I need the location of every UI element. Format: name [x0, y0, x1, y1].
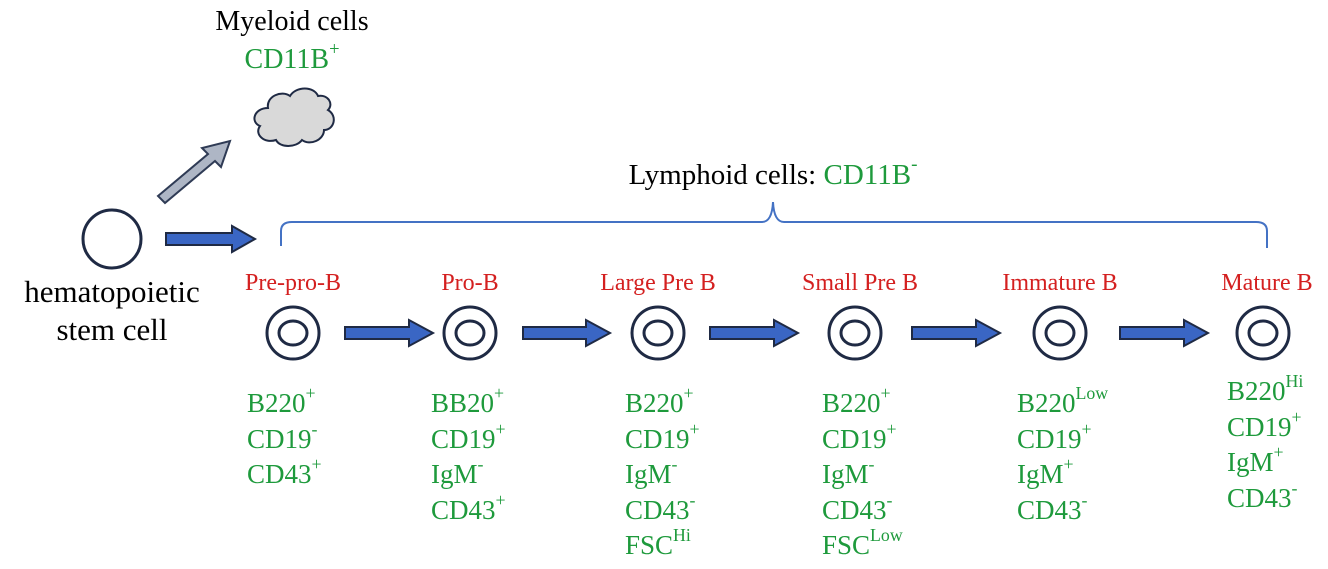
marker: CD19+	[625, 418, 700, 454]
stage-cell-nucleus	[454, 319, 486, 347]
lymphoid-label: Lymphoid cells: CD11B-	[628, 154, 918, 191]
marker: CD43-	[1227, 477, 1298, 513]
marker: B220Hi	[1227, 371, 1304, 406]
marker: B220Low	[1017, 383, 1109, 418]
marker: FSCHi	[625, 525, 691, 560]
stage-cell-nucleus	[277, 319, 309, 347]
marker: CD43+	[431, 489, 506, 525]
marker-list-pre-pro-b: B220+ CD19- CD43+	[247, 383, 322, 493]
marker: IgM+	[1017, 454, 1074, 489]
arrow-to-lymphoid	[165, 224, 258, 254]
marker: CD43-	[822, 489, 893, 525]
marker: B220+	[625, 383, 694, 418]
stage-cells	[265, 305, 1291, 361]
marker: IgM-	[625, 454, 678, 489]
marker-list-large-pre-b: B220+ CD19+ IgM- CD43- FSCHi	[625, 383, 700, 564]
stage-name: Small Pre B	[801, 270, 919, 296]
stage-arrow	[911, 318, 1003, 348]
stage-name: Pre-pro-B	[245, 270, 341, 296]
stage-cell-nucleus	[642, 319, 674, 347]
marker: CD43-	[625, 489, 696, 525]
marker: FSCLow	[822, 525, 903, 560]
stage-arrow	[522, 318, 613, 348]
stage-arrow	[709, 318, 801, 348]
hsc-label-line2: stem cell	[56, 312, 168, 347]
hsc-label-line1: hematopoietic	[24, 274, 200, 309]
marker: CD19-	[247, 418, 318, 454]
marker: IgM+	[1227, 442, 1284, 477]
myeloid-marker: CD11B+	[244, 38, 340, 75]
marker-list-immature-b: B220Low CD19+ IgM+ CD43-	[1017, 383, 1109, 528]
marker-list-pro-b: BB20+ CD19+ IgM- CD43+	[431, 383, 506, 528]
arrow-to-myeloid	[156, 139, 232, 205]
marker: CD19+	[1017, 418, 1092, 454]
stage-arrow	[1119, 318, 1211, 348]
marker: IgM-	[822, 454, 875, 489]
marker: CD43+	[247, 454, 322, 489]
hsc-cell	[81, 208, 143, 270]
stage-cell-nucleus	[839, 319, 871, 347]
stage-name: Immature B	[1002, 270, 1118, 296]
stage-cell-nucleus	[1044, 319, 1076, 347]
lymphoid-bracket	[280, 201, 1268, 248]
stage-name: Mature B	[1221, 270, 1313, 296]
marker: BB20+	[431, 383, 505, 418]
marker: CD19+	[431, 418, 506, 454]
stage-arrows	[344, 318, 1211, 348]
stage-arrow	[344, 318, 436, 348]
marker: B220+	[822, 383, 891, 418]
stage-cell-nucleus	[1247, 319, 1279, 347]
stage-name: Pro-B	[441, 270, 499, 296]
marker: IgM-	[431, 454, 484, 489]
stage-name: Large Pre B	[600, 270, 716, 296]
myeloid-cloud	[253, 87, 335, 147]
marker-list-small-pre-b: B220+ CD19+ IgM- CD43- FSCLow	[822, 383, 903, 564]
marker-list-mature-b: B220Hi CD19+ IgM+ CD43-	[1227, 371, 1304, 516]
myeloid-label: Myeloid cells	[215, 6, 369, 37]
marker: B220+	[247, 383, 316, 418]
marker: CD19+	[1227, 406, 1302, 442]
marker: CD43-	[1017, 489, 1088, 525]
marker: CD19+	[822, 418, 897, 454]
